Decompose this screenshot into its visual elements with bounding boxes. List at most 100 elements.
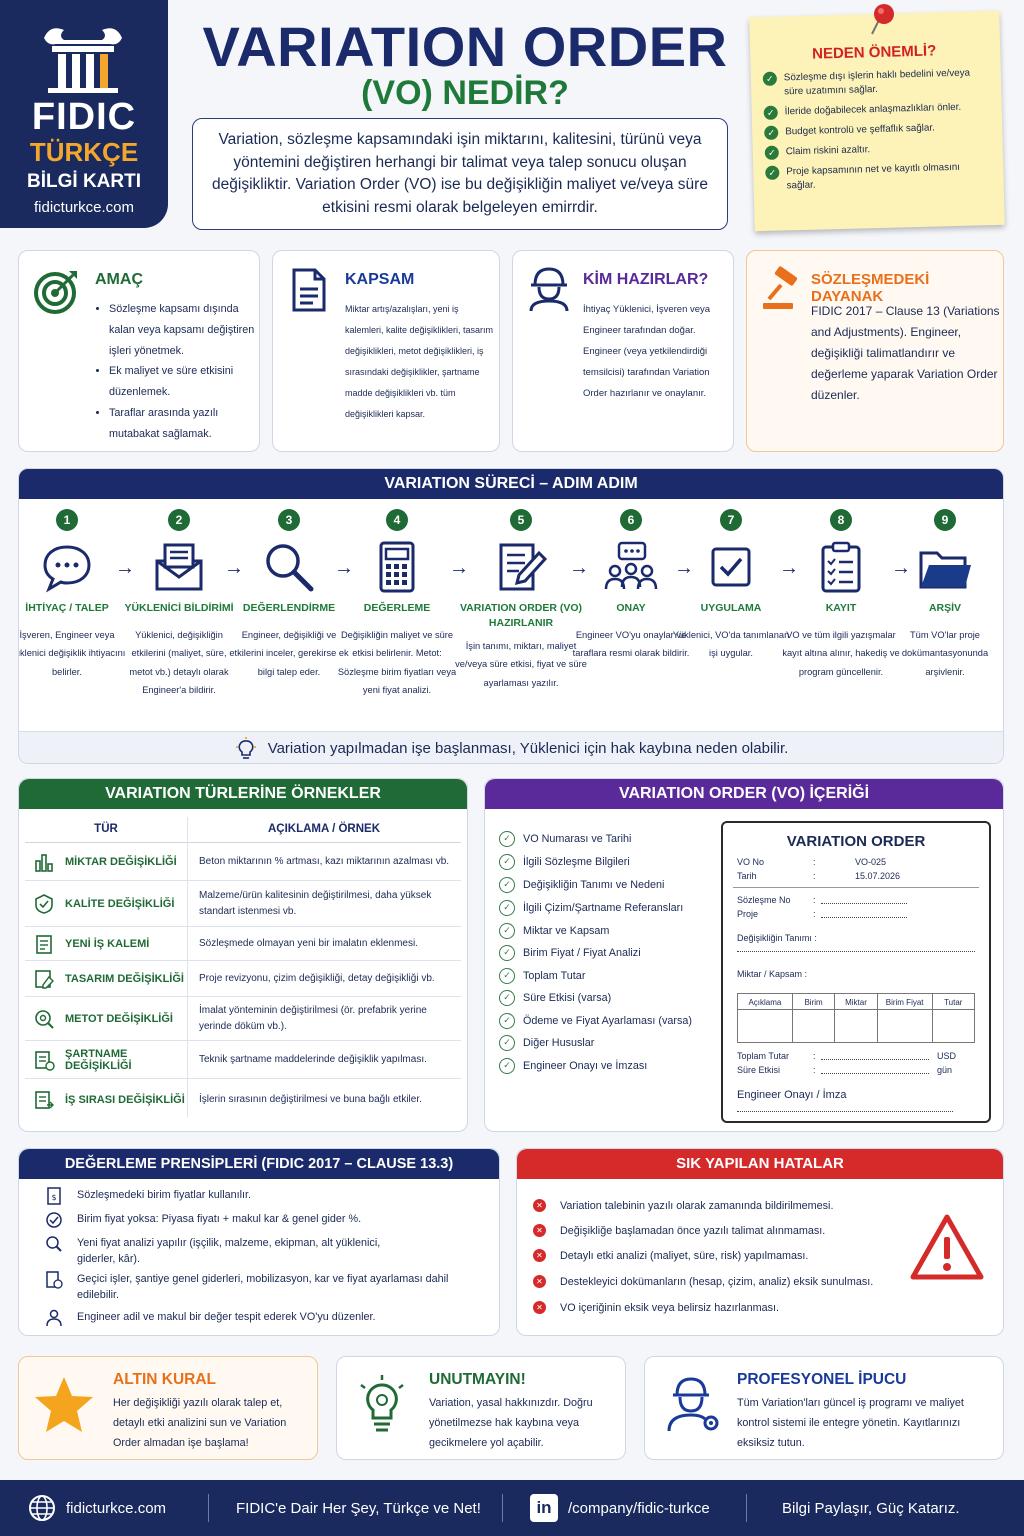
check-icon: ✓: [764, 145, 779, 160]
step-desc: Yüklenici, değişikliğin etkilerini (mali…: [129, 630, 229, 696]
vo-item: ✓VO Numarası ve Tarihi: [499, 831, 631, 847]
brand-sub: TÜRKÇE: [29, 137, 139, 167]
vo-item: ✓Değişikliğin Tanımı ve Nedeni: [499, 877, 664, 893]
vo-item: ✓Diğer Hususlar: [499, 1035, 594, 1051]
brand-name: FIDIC: [31, 96, 137, 138]
form-dots: [737, 951, 975, 952]
step-label: VARIATION ORDER (VO) HAZIRLANIR: [459, 602, 583, 629]
cost-doc-icon: [46, 1271, 63, 1289]
card-amac: AMAÇ Sözleşme kapsamı dışında kalan veya…: [18, 250, 260, 452]
calculator-icon: [379, 541, 415, 593]
form-label: Proje: [737, 909, 759, 919]
warning-triangle-icon: [910, 1214, 984, 1280]
table-rule: [737, 1009, 975, 1010]
form-label: Sözleşme No: [737, 895, 791, 905]
vo-item: ✓Süre Etkisi (varsa): [499, 990, 611, 1006]
valuation-item: Birim fiyat yoksa: Piyasa fiyatı + makul…: [45, 1211, 361, 1229]
vo-item: ✓Miktar ve Kapsam: [499, 923, 609, 939]
star-icon: [35, 1377, 93, 1432]
form-unit: gün: [937, 1065, 953, 1075]
why-item: ✓Sözleşme dışı işlerin haklı bedelini ve…: [762, 66, 988, 100]
check-circle-icon: ✓: [499, 945, 515, 961]
pillar-logo-icon: [44, 28, 122, 93]
footer-linkedin-link[interactable]: in /company/fidic-turkce: [530, 1480, 710, 1536]
check-circle-icon: ✓: [499, 990, 515, 1006]
step-number: 6: [620, 509, 642, 531]
form-dots: [821, 903, 907, 904]
why-item: ✓İleride doğabilecek anlaşmazlıkları önl…: [763, 100, 988, 120]
method-gear-icon: [35, 1009, 54, 1029]
step-number: 1: [56, 509, 78, 531]
engineer-gear-icon: [667, 1377, 719, 1432]
card-title: SÖZLEŞMEDEKİ DAYANAK: [811, 271, 930, 305]
step-desc: Engineer, değişikliği ve etkilerini ince…: [229, 630, 349, 677]
brand-kind: BİLGİ KARTI: [27, 171, 141, 192]
why-important-note: NEDEN ÖNEMLİ? ✓Sözleşme dışı işlerin hak…: [749, 10, 1005, 232]
design-pencil-icon: [35, 969, 54, 989]
check-circle-icon: ✓: [499, 968, 515, 984]
form-value: VO-025: [855, 857, 887, 867]
why-title: NEDEN ÖNEMLİ?: [811, 42, 937, 63]
price-doc-icon: $: [47, 1187, 61, 1205]
step-label: YÜKLENİCİ BİLDİRİMİ: [124, 602, 234, 614]
form-dots: [821, 917, 907, 918]
new-item-doc-icon: [36, 934, 52, 954]
card-title: KİM HAZIRLAR?: [583, 271, 709, 288]
check-circle-icon: ✓: [499, 854, 515, 870]
check-circle-icon: ✓: [499, 877, 515, 893]
page-title: VARIATION ORDER: [202, 15, 728, 78]
valuation-title: DEĞERLEME PRENSİPLERİ (FIDIC 2017 – CLAU…: [19, 1149, 499, 1179]
card-text: Variation, yasal hakkınızdır. Doğru yöne…: [429, 1397, 593, 1449]
step-label: ONAY: [616, 602, 646, 614]
process-step: 5 VARIATION ORDER (VO) HAZIRLANIR İşin t…: [451, 509, 591, 692]
arrow-right-icon: →: [569, 557, 589, 579]
arrow-right-icon: →: [449, 557, 469, 579]
worker-helmet-icon: [529, 267, 569, 312]
types-header: TÜR AÇIKLAMA / ÖRNEK: [25, 815, 461, 843]
step-number: 4: [386, 509, 408, 531]
mistakes-title: SIK YAPILAN HATALAR: [517, 1149, 1003, 1179]
why-item: ✓Claim riskini azaltır.: [764, 140, 989, 160]
step-desc: İşveren, Engineer veya Yüklenici değişik…: [18, 630, 126, 677]
amac-list: Sözleşme kapsamı dışında kalan veya kaps…: [97, 299, 255, 445]
definition-box: Variation, sözleşme kapsamındaki işin mi…: [192, 118, 728, 230]
form-label: Engineer Onayı / İmza: [737, 1089, 847, 1101]
brand-site[interactable]: fidicturkce.com: [33, 199, 135, 216]
vo-item: ✓İlgili Çizim/Şartname Referansları: [499, 900, 683, 916]
process-step: 3 DEĞERLENDİRME Engineer, değişikliği ve…: [229, 509, 349, 681]
check-circle-icon: ✓: [499, 1058, 515, 1074]
arrow-right-icon: →: [334, 557, 354, 579]
process-tip: Variation yapılmadan işe başlanması, Yük…: [19, 731, 1003, 763]
step-number: 9: [934, 509, 956, 531]
lightbulb-gear-icon: [360, 1375, 404, 1432]
form-colon: :: [813, 1051, 816, 1061]
x-circle-icon: ✕: [533, 1249, 546, 1262]
card-title: UNUTMAYIN!: [429, 1371, 526, 1388]
footer-website-link[interactable]: fidicturkce.com: [28, 1480, 166, 1536]
step-number: 3: [278, 509, 300, 531]
card-title: KAPSAM: [345, 271, 415, 288]
form-colon: :: [813, 857, 816, 867]
form-dots: [821, 1059, 929, 1060]
footer-site-text: fidicturkce.com: [66, 1499, 167, 1517]
card-title: PROFESYONEL İPUCU: [737, 1371, 907, 1388]
step-desc: Değişikliğin maliyet ve süre etkisi beli…: [337, 630, 457, 696]
col-header: AÇIKLAMA / ÖRNEK: [267, 822, 380, 835]
brand-panel: FIDIC TÜRKÇE BİLGİ KARTI fidicturkce.com: [0, 0, 168, 228]
spec-doc-icon: [35, 1050, 55, 1071]
golden-rule-card: ALTIN KURAL Her değişikliği yazılı olara…: [18, 1356, 318, 1460]
mistake-item: ✕VO içeriğinin eksik veya belirsiz hazır…: [533, 1301, 779, 1314]
vo-item: ✓Birim Fiyat / Fiyat Analizi: [499, 945, 641, 961]
valuation-item: Yeni fiyat analizi yapılır (işçilik, mal…: [45, 1235, 405, 1267]
pro-tip-card: PROFESYONEL İPUCU Tüm Variation'ları gün…: [644, 1356, 1004, 1460]
arrow-right-icon: →: [891, 557, 911, 579]
divider: [733, 887, 979, 888]
arrow-right-icon: →: [779, 557, 799, 579]
arrow-right-icon: →: [674, 557, 694, 579]
valuation-item: Geçici işler, şantiye genel giderleri, m…: [45, 1271, 465, 1303]
footer-divider: [208, 1494, 209, 1522]
